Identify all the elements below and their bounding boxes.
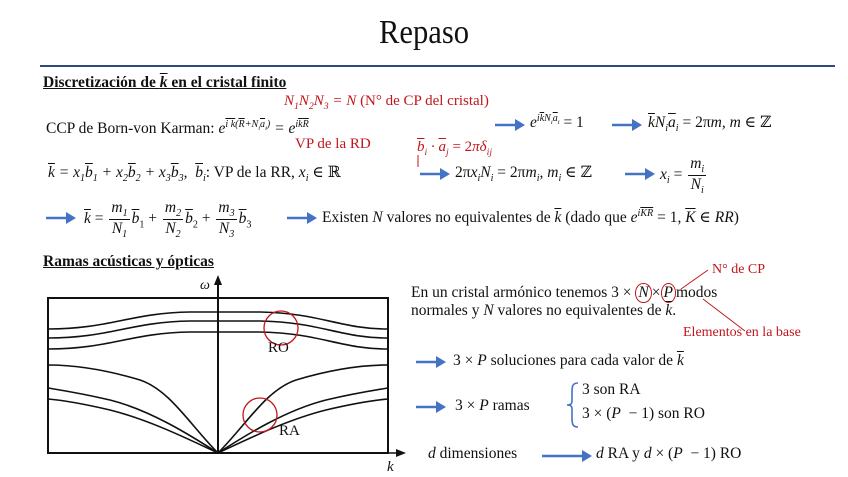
dimensions-label: d dimensiones [428, 445, 518, 462]
title-rule [40, 65, 835, 67]
annotation-vp-rd: VP de la RD [295, 136, 371, 152]
circled-P: P [660, 283, 676, 303]
arrow-icon [542, 450, 592, 462]
annotation-cells-count: N° de CP [712, 262, 766, 277]
curly-brace [566, 382, 579, 428]
step2-equation: kNiai = 2πm, m ∈ ℤ [648, 114, 772, 135]
slide-title: Repaso [378, 14, 470, 51]
arrow-icon [46, 212, 76, 224]
heading-pre: Discretización de [43, 74, 160, 91]
ccp-equation: CCP de Born-von Karman: ei k(R+Niai) = e… [46, 119, 309, 138]
heading-k: k [159, 74, 168, 91]
section-heading-discretization: Discretización de k en el cristal finito [43, 74, 286, 92]
bullet-branches: 3 × P ramas [455, 397, 530, 414]
acoustic-branch-label: RA [279, 423, 300, 439]
acoustic-branch-circle [242, 397, 278, 433]
optical-branch-circle [263, 310, 299, 346]
line2-step: 2πxiNi = 2πmi, mi ∈ ℤ [455, 164, 592, 185]
ccp-label: CCP de Born-von Karman: [46, 120, 219, 138]
k-expansion: k = x1b1 + x2b2 + x3b3, bi: VP de la RR,… [48, 164, 341, 185]
arrow-icon [495, 119, 525, 131]
arrow-icon [420, 168, 450, 180]
annotation-pointers [680, 269, 746, 332]
dispersion-diagram: ω k [47, 275, 406, 475]
arrow-icon [416, 356, 446, 368]
annotation-basis-elements: Elementos en la base [683, 325, 801, 340]
optical-branch-label: RO [268, 340, 289, 356]
heading-post: en el cristal finito [167, 74, 287, 91]
branches-acoustic: 3 son RA [582, 381, 641, 398]
omega-axis-label: ω [200, 278, 210, 293]
circled-N: N [635, 283, 652, 303]
bullet-solutions: 3 × P soluciones para cada valor de k [453, 352, 684, 369]
line3-conclusion: Existen N valores no equivalentes de k (… [322, 208, 739, 227]
step1-equation: eikNiai = 1 [530, 113, 584, 132]
dimensions-result: d RA y d × (P − 1) RO [596, 445, 742, 462]
annotation-n-cells: N1N2N3 = N (N° de CP del cristal) [284, 93, 489, 112]
annotation-pointer [417, 155, 419, 167]
k-axis-label: k [387, 459, 394, 475]
arrow-icon [625, 168, 655, 180]
harmonic-crystal-line2: normales y N valores no equivalentes de … [411, 302, 677, 319]
arrow-icon [287, 212, 317, 224]
section-heading-branches: Ramas acústicas y ópticas [43, 253, 214, 270]
arrow-icon [612, 119, 642, 131]
annotation-reciprocal-relation: bi · aj = 2πδij [417, 139, 493, 158]
branches-optical: 3 × (P − 1) son RO [582, 405, 705, 422]
arrow-icon [416, 401, 446, 413]
